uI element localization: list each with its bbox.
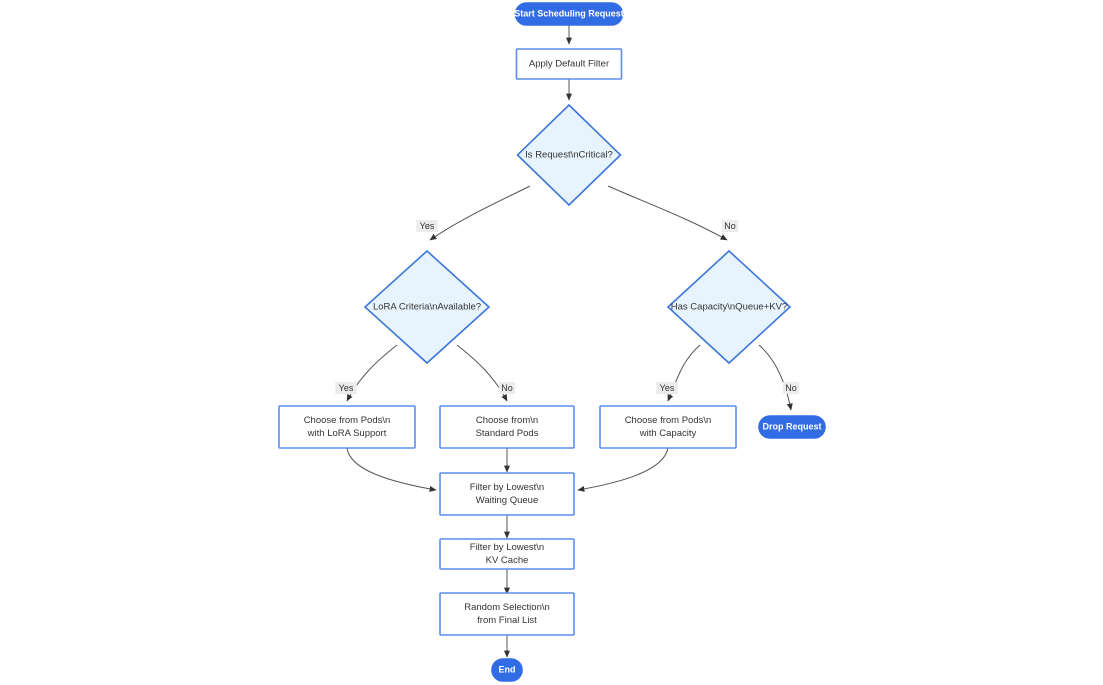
- edge-label-lora_criteria-no: No: [498, 382, 516, 394]
- node-apply_filter[interactable]: Apply Default Filter: [515, 48, 623, 80]
- process-box[interactable]: [439, 405, 575, 449]
- edge-has_capacity-to-pods_capacity: [667, 344, 701, 402]
- terminal-pill[interactable]: [491, 658, 523, 682]
- edge-lora_criteria-to-pods_standard: [456, 344, 508, 402]
- process-box[interactable]: [439, 538, 575, 570]
- edge-label-background: [782, 382, 800, 394]
- node-start[interactable]: Start Scheduling Request: [514, 2, 624, 26]
- node-filter_kv[interactable]: Filter by Lowest\nKV Cache: [439, 538, 575, 570]
- edge-lora_criteria-to-pods_lora: [346, 344, 398, 402]
- edge-label-is_critical-yes: Yes: [416, 220, 438, 232]
- edge-label-has_capacity-no: No: [782, 382, 800, 394]
- node-lora_criteria[interactable]: LoRA Criteria\nAvailable?: [363, 249, 491, 365]
- node-end[interactable]: End: [491, 658, 523, 682]
- decision-diamond[interactable]: [363, 249, 491, 365]
- edge-label-background: [656, 382, 678, 394]
- process-box[interactable]: [599, 405, 737, 449]
- decision-diamond[interactable]: [516, 103, 622, 207]
- terminal-pill[interactable]: [758, 415, 826, 439]
- edge-has_capacity-to-drop_request: [758, 344, 793, 411]
- edge-label-has_capacity-yes: Yes: [656, 382, 678, 394]
- process-box[interactable]: [278, 405, 416, 449]
- edge-pods_capacity-to-filter_queue: [577, 447, 669, 492]
- edge-pods_lora-to-filter_queue: [346, 447, 437, 492]
- decision-diamond[interactable]: [666, 249, 792, 365]
- edge-is_critical-to-lora_criteria: [429, 185, 531, 241]
- edge-is_critical-to-has_capacity: [607, 185, 728, 241]
- edge-label-background: [335, 382, 357, 394]
- edge-label-background: [416, 220, 438, 232]
- edge-label-is_critical-no: No: [721, 220, 739, 232]
- edge-label-background: [498, 382, 516, 394]
- process-box[interactable]: [439, 592, 575, 636]
- edge-layer: [346, 25, 793, 658]
- edge-label-background: [721, 220, 739, 232]
- terminal-pill[interactable]: [514, 2, 624, 26]
- edge-label-lora_criteria-yes: Yes: [335, 382, 357, 394]
- node-drop_request[interactable]: Drop Request: [758, 415, 826, 439]
- process-box[interactable]: [439, 472, 575, 516]
- process-box[interactable]: [515, 48, 623, 80]
- node-has_capacity[interactable]: Has Capacity\nQueue+KV?: [666, 249, 792, 365]
- node-is_critical[interactable]: Is Request\nCritical?: [516, 103, 622, 207]
